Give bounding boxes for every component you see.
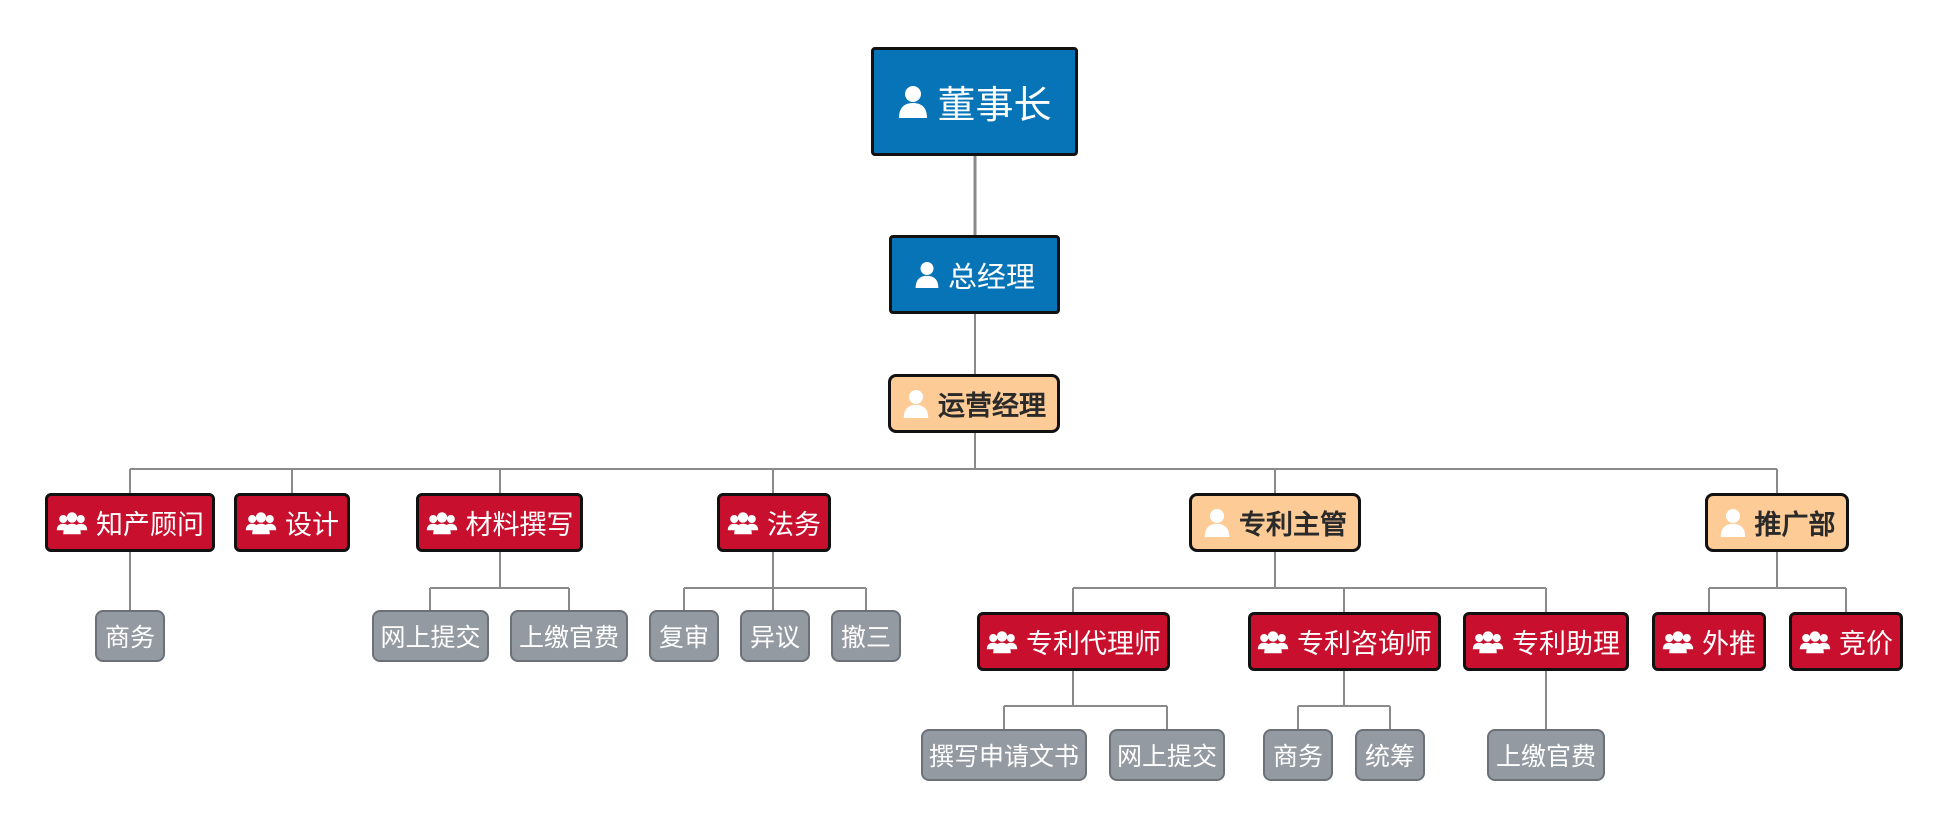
patent-agent-label: 专利代理师 <box>1026 629 1161 660</box>
chairman-node: 董事长 <box>871 47 1078 156</box>
patent-supervisor-label: 专利主管 <box>1239 510 1347 541</box>
group-icon <box>1257 629 1289 655</box>
cancel-three-label: 撤三 <box>840 623 891 652</box>
material-writing-label: 材料撰写 <box>465 510 574 541</box>
person-icon <box>1719 508 1747 538</box>
pay-fees-label: 上缴官费 <box>1495 742 1596 771</box>
person-icon <box>914 261 940 289</box>
cancel-three-node: 撤三 <box>831 610 901 662</box>
objection-label: 异议 <box>749 623 800 652</box>
patent-consultant-label: 专利咨询师 <box>1297 629 1432 660</box>
patent-assistant-label: 专利助理 <box>1512 629 1620 660</box>
group-icon <box>1799 629 1831 655</box>
group-icon <box>986 629 1018 655</box>
business-label: 商务 <box>104 623 155 652</box>
legal-node: 法务 <box>717 493 831 552</box>
reexamination-label: 复审 <box>658 623 709 652</box>
pay-fees-node: 上缴官费 <box>1487 729 1605 781</box>
promotion-dept-label: 推广部 <box>1754 510 1836 541</box>
objection-node: 异议 <box>740 610 810 662</box>
business-node: 商务 <box>1263 729 1333 781</box>
patent-agent-node: 专利代理师 <box>977 612 1170 671</box>
external-promo-label: 外推 <box>1702 629 1756 660</box>
person-icon <box>897 85 929 119</box>
group-icon <box>1662 629 1694 655</box>
group-icon <box>426 510 458 536</box>
chairman-label: 董事长 <box>937 83 1052 127</box>
design-label: 设计 <box>285 510 339 541</box>
reexamination-node: 复审 <box>649 610 719 662</box>
coordination-label: 统筹 <box>1364 742 1415 771</box>
online-submit-node: 网上提交 <box>1109 729 1225 781</box>
group-icon <box>56 510 88 536</box>
ip-consultant-label: 知产顾问 <box>96 510 204 541</box>
pay-fees-label: 上缴官费 <box>518 623 619 652</box>
general-manager-node: 总经理 <box>889 235 1060 314</box>
operations-manager-node: 运营经理 <box>888 374 1060 433</box>
external-promo-node: 外推 <box>1652 612 1766 671</box>
design-node: 设计 <box>234 493 350 552</box>
group-icon <box>1472 629 1504 655</box>
person-icon <box>1203 508 1231 538</box>
online-submit-label: 网上提交 <box>380 623 481 652</box>
legal-label: 法务 <box>767 510 821 541</box>
bidding-label: 竞价 <box>1839 629 1893 660</box>
group-icon <box>727 510 759 536</box>
group-icon <box>245 510 277 536</box>
general-manager-label: 总经理 <box>947 259 1035 294</box>
patent-assistant-node: 专利助理 <box>1463 612 1629 671</box>
ip-consultant-node: 知产顾问 <box>45 493 215 552</box>
online-submit-node: 网上提交 <box>372 610 489 662</box>
write-application-label: 撰写申请文书 <box>928 742 1079 771</box>
online-submit-label: 网上提交 <box>1116 742 1217 771</box>
material-writing-node: 材料撰写 <box>416 493 583 552</box>
operations-manager-label: 运营经理 <box>938 391 1046 422</box>
coordination-node: 统筹 <box>1355 729 1425 781</box>
business-node: 商务 <box>95 610 165 662</box>
write-application-node: 撰写申请文书 <box>921 729 1087 781</box>
patent-supervisor-node: 专利主管 <box>1189 493 1361 552</box>
business-label: 商务 <box>1272 742 1323 771</box>
person-icon <box>902 389 930 419</box>
bidding-node: 竞价 <box>1789 612 1903 671</box>
patent-consultant-node: 专利咨询师 <box>1248 612 1441 671</box>
promotion-dept-node: 推广部 <box>1705 493 1849 552</box>
pay-fees-node: 上缴官费 <box>510 610 628 662</box>
